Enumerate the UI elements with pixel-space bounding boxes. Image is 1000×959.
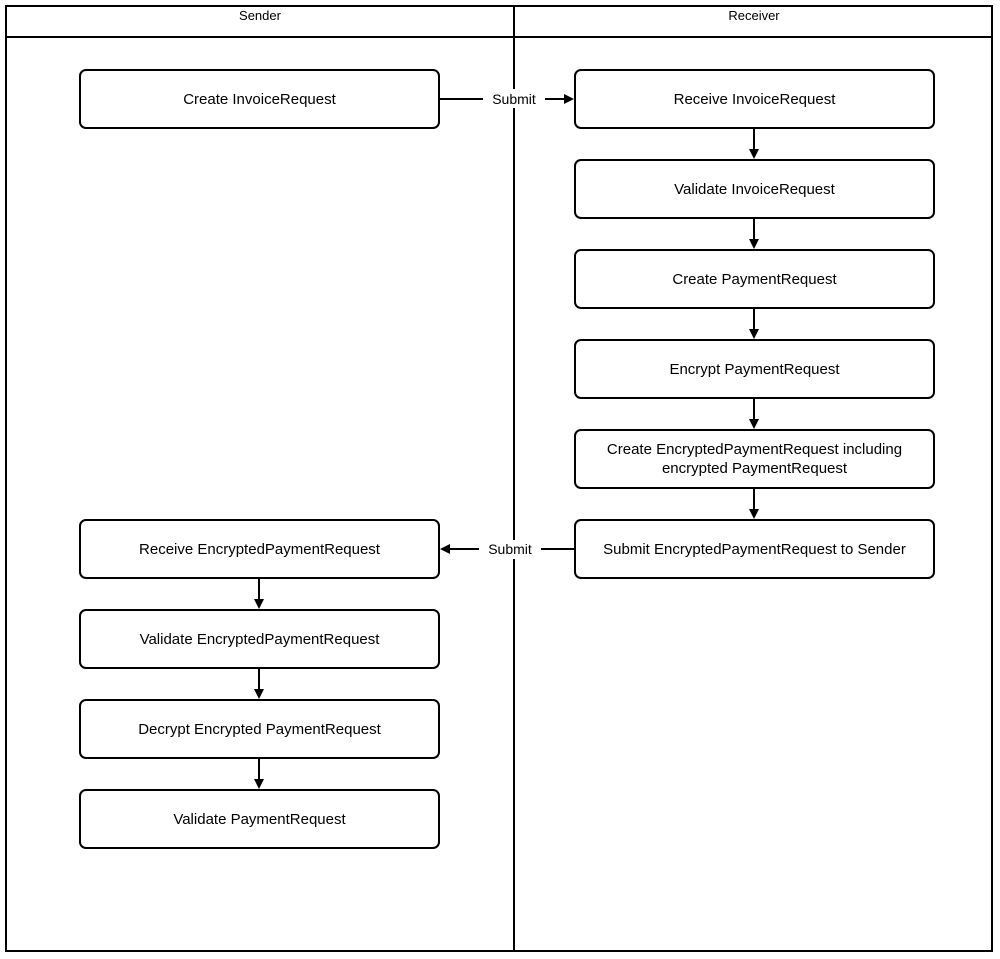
lane-title-receiver: Receiver (728, 8, 780, 23)
edge-submit-bottom-line-left (450, 548, 481, 550)
node-receive-encryptedpaymentrequest[interactable]: Receive EncryptedPaymentRequest (79, 519, 440, 579)
node-create-paymentrequest[interactable]: Create PaymentRequest (574, 249, 935, 309)
lane-divider-lower (513, 559, 515, 952)
edge-submit-top-line-right (543, 98, 564, 100)
node-decrypt-encrypted-paymentrequest[interactable]: Decrypt Encrypted PaymentRequest (79, 699, 440, 759)
edge-n4-n5-arrowhead (749, 329, 759, 339)
edge-label-submit-top: Submit (483, 91, 545, 107)
edge-n8-n9-arrowhead (254, 599, 264, 609)
edge-n9-n10-line (258, 669, 260, 690)
node-receive-invoicerequest[interactable]: Receive InvoiceRequest (574, 69, 935, 129)
edge-n3-n4-line (753, 219, 755, 240)
node-validate-encryptedpaymentrequest[interactable]: Validate EncryptedPaymentRequest (79, 609, 440, 669)
edge-submit-top-line-left (440, 98, 485, 100)
node-create-encryptedpaymentrequest[interactable]: Create EncryptedPaymentRequest including… (574, 429, 935, 489)
node-validate-paymentrequest[interactable]: Validate PaymentRequest (79, 789, 440, 849)
edge-label-submit-bottom: Submit (479, 541, 541, 557)
edge-n6-n7-arrowhead (749, 509, 759, 519)
edge-n3-n4-arrowhead (749, 239, 759, 249)
edge-n5-n6-arrowhead (749, 419, 759, 429)
lane-divider-middle (513, 108, 515, 540)
swimlane-frame (5, 5, 993, 952)
edge-n6-n7-line (753, 489, 755, 510)
lane-divider-header (513, 5, 515, 38)
lane-divider-upper (513, 38, 515, 89)
swimlane-header-band (5, 5, 993, 38)
edge-n8-n9-line (258, 579, 260, 600)
node-create-invoicerequest[interactable]: Create InvoiceRequest (79, 69, 440, 129)
edge-n4-n5-line (753, 309, 755, 330)
edge-n9-n10-arrowhead (254, 689, 264, 699)
node-encrypt-paymentrequest[interactable]: Encrypt PaymentRequest (574, 339, 935, 399)
edge-n2-n3-line (753, 129, 755, 150)
lane-title-sender: Sender (239, 8, 281, 23)
edge-n10-n11-arrowhead (254, 779, 264, 789)
edge-n10-n11-line (258, 759, 260, 780)
edge-n5-n6-line (753, 399, 755, 420)
node-validate-invoicerequest[interactable]: Validate InvoiceRequest (574, 159, 935, 219)
edge-submit-top-arrowhead (564, 94, 574, 104)
edge-submit-bottom-arrowhead (440, 544, 450, 554)
edge-n2-n3-arrowhead (749, 149, 759, 159)
edge-submit-bottom-line-right (540, 548, 574, 550)
node-submit-encryptedpaymentrequest-to-sender[interactable]: Submit EncryptedPaymentRequest to Sender (574, 519, 935, 579)
